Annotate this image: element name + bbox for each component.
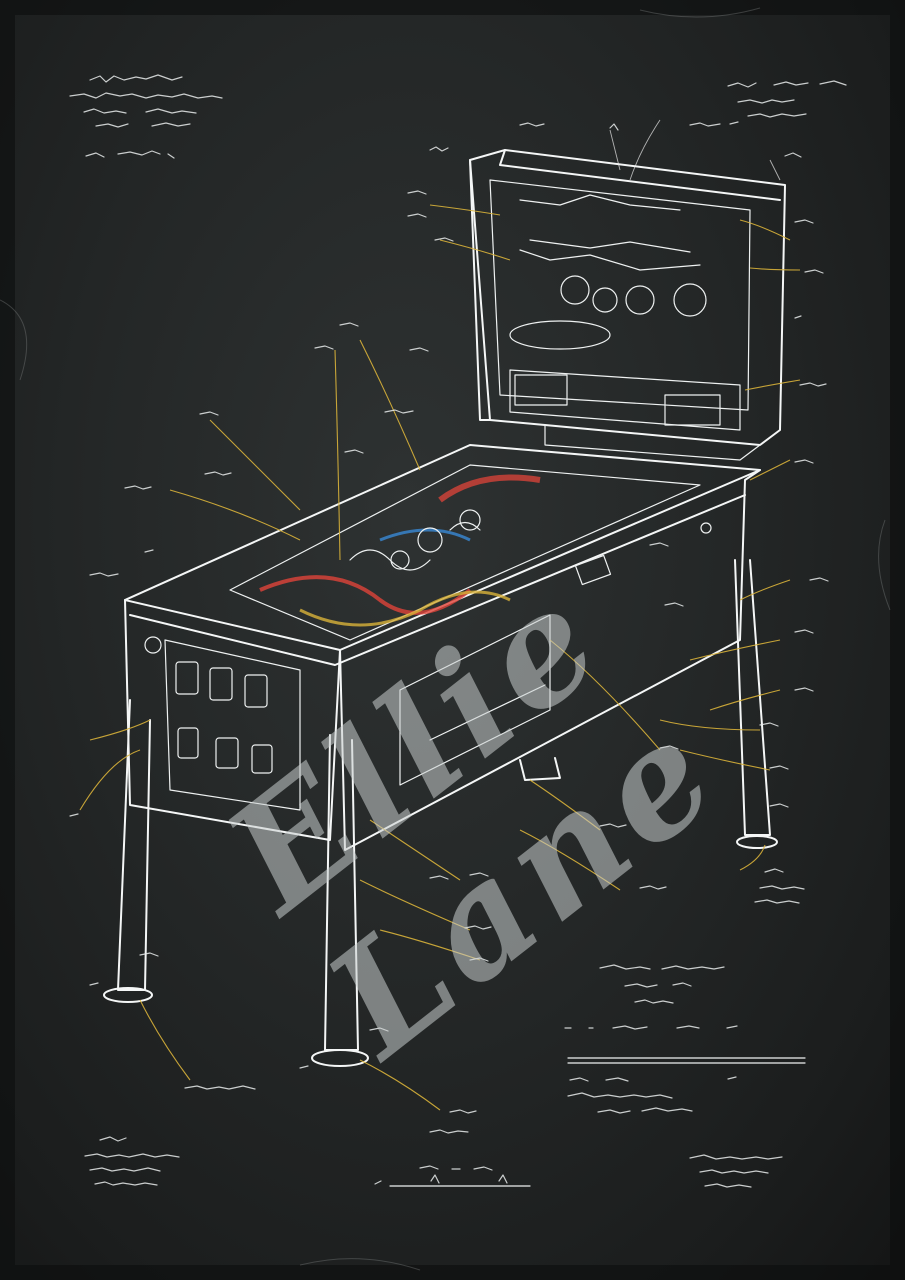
playfield-colored-parts <box>259 474 541 627</box>
legs <box>103 559 778 1067</box>
cabinet-body <box>124 444 761 851</box>
backbox <box>469 149 786 461</box>
leader-lines <box>79 119 801 1111</box>
reference-numerals <box>69 121 829 1134</box>
